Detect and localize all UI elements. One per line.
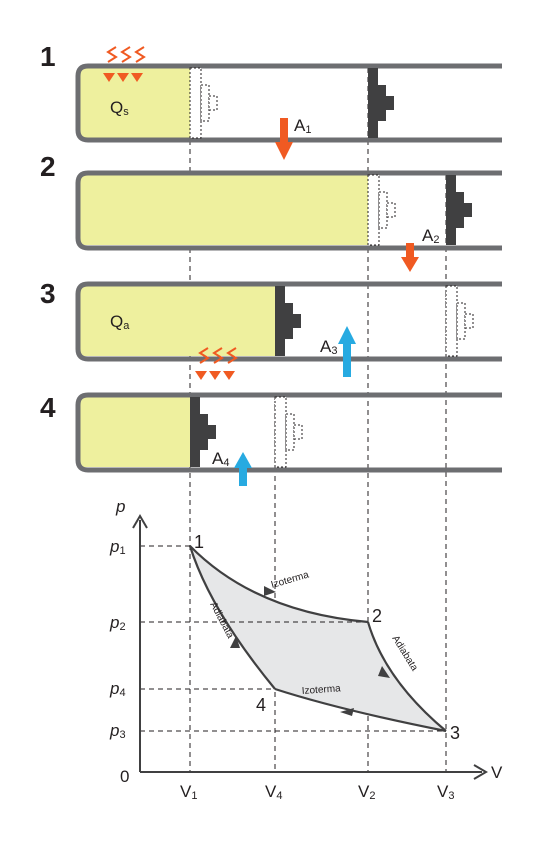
ghost-piston — [445, 285, 474, 357]
direction-arrow-icon — [230, 636, 240, 648]
heat-input-waves-icon — [107, 46, 145, 63]
gas-region — [80, 175, 368, 245]
cylinder — [75, 170, 502, 251]
expansion-arrow-icon — [401, 243, 419, 272]
y-axis-arrow-icon — [132, 514, 148, 529]
adiabat-right-label: Adiabata — [389, 634, 419, 674]
cylinder — [75, 63, 502, 143]
heat-label: Qa — [110, 312, 130, 332]
piston — [368, 68, 394, 138]
y-tick-p4: p4 — [109, 679, 126, 699]
work-label: A2 — [422, 226, 439, 246]
adiabat-compression-curve — [188, 545, 276, 690]
direction-arrow-icon — [378, 666, 390, 678]
cylinder — [75, 281, 502, 362]
y-axis-label: p — [115, 497, 125, 516]
heat-input-arrows-icon — [103, 73, 143, 82]
direction-arrow-icon — [264, 586, 276, 596]
direction-arrow-icon — [340, 708, 354, 716]
ghost-piston — [274, 396, 303, 468]
x-tick-v4: V4 — [265, 782, 282, 802]
piston — [446, 175, 472, 245]
work-label: A3 — [320, 337, 337, 357]
stage-3: 3 Qa A3 — [40, 278, 502, 380]
stage-number: 1 — [40, 41, 56, 72]
isotherm-bottom-label: Izoterma — [301, 683, 341, 697]
pv-graph: p V 0 p1 p2 p4 p3 V1 V4 V2 V3 Izoterma A… — [109, 497, 503, 802]
x-axis-label: V — [491, 763, 503, 782]
cylinder — [75, 392, 502, 473]
isotherm-expansion-curve — [189, 545, 369, 624]
stage-number: 4 — [40, 392, 56, 423]
origin-label: 0 — [120, 767, 129, 786]
x-tick-v2: V2 — [358, 782, 375, 802]
stage-4: 4 A4 — [40, 392, 502, 486]
y-tick-p2: p2 — [109, 613, 126, 633]
y-tick-p1: p1 — [109, 537, 126, 557]
point-4-label: 4 — [256, 695, 266, 715]
ghost-piston — [189, 67, 218, 139]
point-1-label: 1 — [194, 532, 204, 552]
stage-2: 2 A2 — [40, 151, 502, 272]
isotherm-top-label: Izoterma — [270, 569, 311, 590]
stage-1: 1 Qs A1 — [40, 41, 502, 160]
heat-label: Qs — [110, 98, 129, 118]
ghost-piston — [367, 174, 396, 246]
stage-number: 3 — [40, 278, 56, 309]
point-2-label: 2 — [372, 606, 382, 626]
adiabat-expansion-curve — [366, 621, 447, 732]
work-label: A4 — [212, 449, 229, 469]
point-3-label: 3 — [450, 723, 460, 743]
piston — [275, 286, 301, 356]
x-tick-v3: V3 — [437, 782, 454, 802]
heat-output-waves-icon — [199, 347, 237, 364]
work-label: A1 — [294, 116, 311, 136]
expansion-arrow-icon — [275, 118, 293, 160]
x-axis-arrow-icon — [473, 764, 488, 780]
compression-arrow-icon — [338, 326, 356, 377]
x-tick-v1: V1 — [180, 782, 197, 802]
piston — [190, 397, 216, 467]
gas-region — [80, 68, 190, 138]
heat-output-arrows-icon — [195, 371, 235, 380]
stage-number: 2 — [40, 151, 56, 182]
y-tick-p3: p3 — [109, 721, 126, 741]
gas-region — [80, 397, 190, 467]
gas-region — [80, 286, 275, 356]
compression-arrow-icon — [234, 452, 252, 486]
